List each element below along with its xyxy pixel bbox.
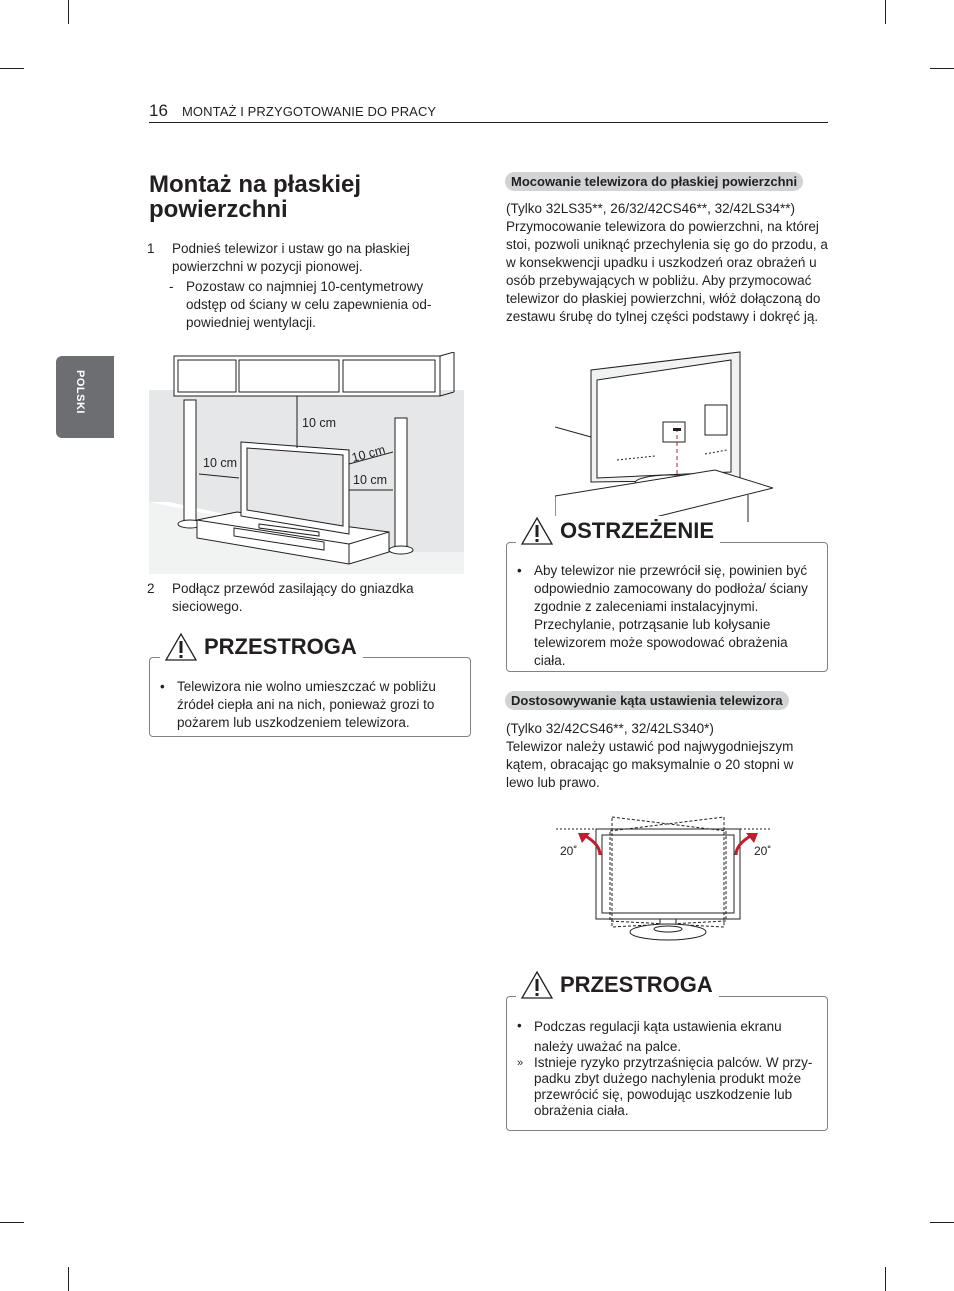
page-number: 16 — [149, 101, 168, 120]
page-title: Montaż na płaskiej powierzchni — [149, 171, 362, 223]
running-header: MONTAŻ I PRZYGOTOWANIE DO PRACY — [182, 104, 437, 119]
caution-bullet: • Podczas regulacji kąta ustawienia ekra… — [517, 1017, 823, 1057]
crop-mark — [0, 68, 24, 69]
warning-bullet: • Aby telewizor nie przewrócił się, powi… — [517, 562, 817, 670]
tv-swivel-angle-diagram: 20˚ 20˚ — [556, 815, 772, 943]
model-note: (Tylko 32/42CS46**, 32/42LS340*) — [506, 721, 714, 736]
warning-box: • Aby telewizor nie przewrócił się, powi… — [506, 542, 828, 672]
clearance-label-top: 10 cm — [302, 416, 336, 430]
sub-step-text: Pozostaw co najmniej 10-centymetrowy ods… — [186, 279, 432, 330]
step-number: 2 — [147, 581, 155, 596]
crop-mark — [68, 0, 69, 24]
caution-sub-text: Istnieje ryzyko przytrzaśnięcia palców. … — [534, 1055, 813, 1118]
caution-title: PRZESTROGA — [560, 972, 713, 997]
caution-text: Podczas regulacji kąta ustawienia ekranu… — [534, 1019, 782, 1054]
caution-bullet: • Telewizora nie wolno umieszczać w pobl… — [160, 678, 460, 732]
angle-label-right: 20˚ — [754, 844, 771, 858]
clearance-label-left: 10 cm — [203, 456, 237, 470]
section-heading-pill: Mocowanie telewizora do płaskiej powierz… — [505, 172, 804, 191]
sub-dash: - — [169, 279, 174, 294]
caution-sub-bullet: » Istnieje ryzyko przytrzaśnięcia palców… — [517, 1055, 827, 1119]
caution-heading: PRZESTROGA — [516, 970, 719, 1000]
caution-title: PRZESTROGA — [204, 634, 357, 659]
tv-surface-fixing-diagram — [555, 350, 773, 522]
sub-bullet-mark: » — [517, 1057, 524, 1069]
caution-text: Telewizora nie wolno umieszczać w pobliż… — [177, 679, 436, 730]
warning-text: Aby telewizor nie przewrócił się, powini… — [534, 563, 808, 668]
crop-mark — [885, 1267, 886, 1291]
caution-box: • Telewizora nie wolno umieszczać w pobl… — [149, 657, 471, 737]
warning-title: OSTRZEŻENIE — [560, 518, 715, 543]
section-body-text: Telewizor należy ustawić pod najwygodnie… — [506, 739, 794, 790]
header-rule — [149, 122, 828, 123]
bullet-dot: • — [517, 563, 522, 578]
warning-triangle-icon — [164, 632, 198, 661]
step-number: 1 — [147, 241, 155, 256]
bullet-dot: • — [160, 679, 165, 694]
section-body-text: Przymocowanie telewizora do powierzchni,… — [506, 219, 828, 324]
crop-mark — [930, 68, 954, 69]
installation-clearance-diagram: 10 cm 10 cm 10 cm 10 cm — [149, 352, 464, 574]
step-text: Podnieś telewizor i ustaw go na płaskiej… — [172, 241, 410, 274]
warning-triangle-icon — [520, 516, 554, 545]
crop-mark — [68, 1267, 69, 1291]
warning-heading: OSTRZEŻENIE — [516, 516, 721, 546]
angle-label-left: 20˚ — [560, 844, 577, 858]
caution-heading: PRZESTROGA — [160, 632, 363, 662]
model-note: (Tylko 32LS35**, 26/32/42CS46**, 32/42LS… — [506, 201, 795, 216]
language-tab: POLSKI — [56, 356, 114, 438]
bullet-dot: • — [517, 1018, 522, 1033]
warning-triangle-icon — [520, 970, 554, 999]
crop-mark — [885, 0, 886, 24]
language-tab-label: POLSKI — [74, 370, 86, 414]
caution-box: • Podczas regulacji kąta ustawienia ekra… — [506, 996, 828, 1131]
crop-mark — [0, 1222, 24, 1223]
crop-mark — [930, 1222, 954, 1223]
step-text: Podłącz przewód zasilający do gniazdka s… — [172, 581, 414, 614]
clearance-label-right: 10 cm — [353, 473, 387, 487]
section-heading-pill: Dostosowywanie kąta ustawienia telewizor… — [505, 691, 789, 710]
